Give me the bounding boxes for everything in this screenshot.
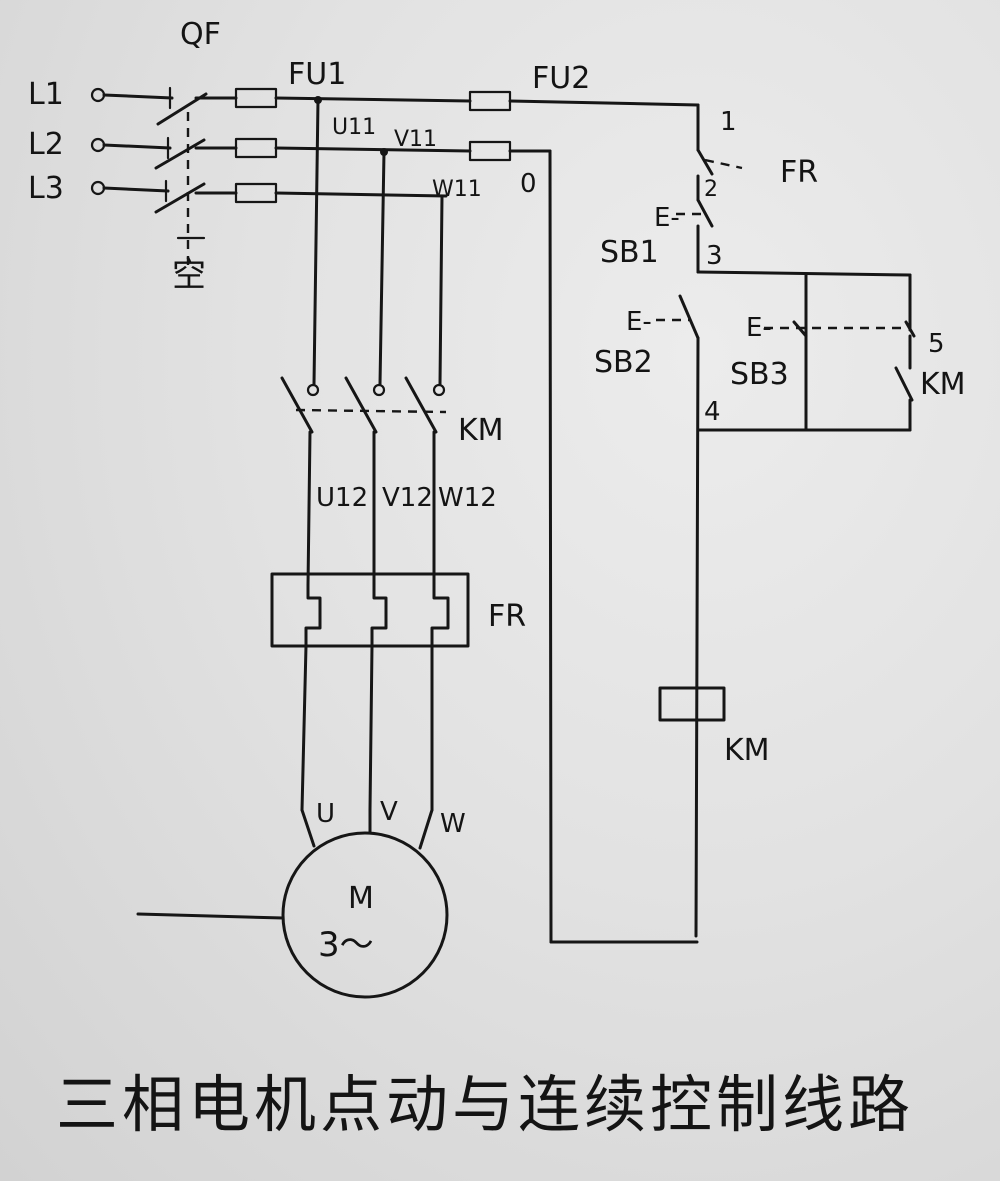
km-aux-contact <box>894 366 914 402</box>
label-node-5: 5 <box>928 329 945 359</box>
label-e-sb2: E- <box>626 307 652 337</box>
terminal-l1 <box>90 87 106 103</box>
ground-lead <box>136 912 285 920</box>
label-sb3: SB3 <box>730 357 789 392</box>
label-node-0: 0 <box>520 169 537 199</box>
label-l3: L3 <box>28 171 64 206</box>
label-e-sb1: E- <box>654 203 680 233</box>
label-node-3: 3 <box>706 241 723 271</box>
labels: L1 L2 L3 QF 空 FU1 FU2 U11 V11 W11 KM U12… <box>28 17 966 1141</box>
sb2-contact <box>678 294 700 340</box>
label-sb2: SB2 <box>594 345 653 380</box>
label-motor-name: M <box>348 881 374 916</box>
km-main-contacts <box>280 376 447 587</box>
motor-circle <box>281 831 449 999</box>
label-qf: QF <box>180 17 221 52</box>
label-km-main: KM <box>458 413 504 448</box>
terminal-l3 <box>90 180 106 196</box>
thermal-overload-fr <box>270 572 470 812</box>
label-node-2: 2 <box>704 177 718 202</box>
label-km-coil: KM <box>724 733 770 768</box>
label-u12: U12 <box>316 483 368 513</box>
label-motor-type: 3～ <box>318 925 374 965</box>
label-fr-overload: FR <box>488 599 526 634</box>
label-fu2: FU2 <box>532 61 590 96</box>
label-fu1: FU1 <box>288 57 346 92</box>
label-u: U <box>316 799 335 829</box>
label-node-1: 1 <box>720 107 737 137</box>
label-w12: W12 <box>438 483 497 513</box>
label-breaker-note: 空 <box>172 255 206 295</box>
power-bus <box>274 96 472 386</box>
label-fr-contact: FR <box>780 155 818 190</box>
label-w11: W11 <box>432 177 482 202</box>
breaker-qf <box>154 86 238 268</box>
label-l2: L2 <box>28 127 64 162</box>
terminal-l2 <box>90 137 106 153</box>
fr-nc-contact <box>696 148 714 176</box>
label-u11: U11 <box>332 115 376 140</box>
label-km-aux: KM <box>920 367 966 402</box>
label-w: W <box>440 809 466 839</box>
label-node-4: 4 <box>704 397 721 427</box>
fuse-fu2 <box>468 90 700 162</box>
label-v12: V12 <box>382 483 433 513</box>
label-v11: V11 <box>394 127 437 152</box>
diagram-title: 三相电机点动与连续控制线路 <box>56 1068 914 1141</box>
fuse-fu1 <box>234 87 278 204</box>
label-e-sb3: E- <box>746 313 772 343</box>
km-coil <box>658 686 726 722</box>
sb1-contact <box>696 198 714 228</box>
motor <box>136 808 449 999</box>
label-v: V <box>380 797 398 827</box>
label-sb1: SB1 <box>600 235 659 270</box>
control-circuit <box>548 103 916 944</box>
label-l1: L1 <box>28 77 64 112</box>
power-lines <box>90 87 174 196</box>
